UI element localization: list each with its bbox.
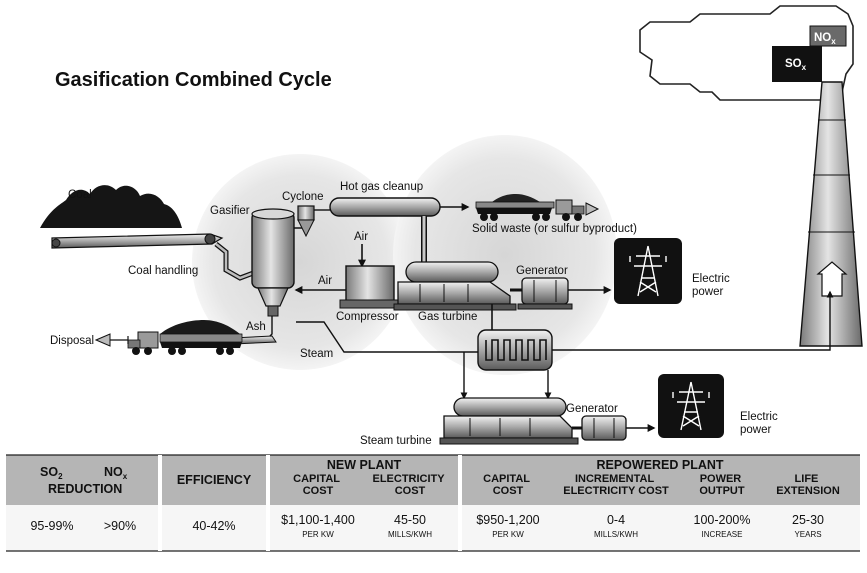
header-rep-incremental-cost: INCREMENTAL ELECTRICITY COST — [563, 473, 669, 497]
generator-bottom — [581, 415, 627, 441]
value-rep-capital-cost: $950-1,200 — [476, 513, 539, 527]
header-rep-life-extension: LIFE EXTENSION — [776, 473, 840, 497]
unit-rep-capital-cost: PER KW — [492, 530, 524, 539]
gasifier-label: Gasifier — [210, 205, 250, 217]
header-so2: SO2 — [40, 465, 63, 481]
cyclone — [297, 205, 315, 238]
value-rep-incremental-cost: 0-4 — [607, 513, 625, 527]
generator-bottom-label: Generator — [566, 403, 618, 415]
table-header-band — [6, 455, 860, 505]
compressor-label: Compressor — [336, 311, 399, 323]
value-new-electricity-cost: 45-50 — [394, 513, 426, 527]
heat-recovery-steam-generator — [477, 329, 553, 371]
header-new-capital-cost: CAPITAL COST — [293, 473, 343, 497]
electric-power-top-label: Electric power — [692, 273, 733, 298]
air-to-gasifier-label: Air — [318, 275, 332, 287]
header-new-plant: NEW PLANT — [327, 458, 402, 472]
svg-text:NOx: NOx — [814, 32, 836, 46]
hot-gas-cleanup-vessel — [329, 197, 441, 217]
unit-rep-incremental-cost: MILLS/KWH — [594, 530, 638, 539]
value-new-capital-cost: $1,100-1,400 — [281, 513, 355, 527]
unit-new-electricity-cost: MILLS/KWH — [388, 530, 432, 539]
generator-top — [517, 277, 573, 310]
nox-emission-badge: NOx — [809, 25, 847, 47]
header-rep-capital-cost: CAPITAL COST — [483, 473, 533, 497]
coal-conveyor — [51, 233, 257, 281]
electric-power-bottom-label: Electric power — [740, 411, 781, 436]
ash-label: Ash — [246, 321, 266, 333]
solid-waste-label: Solid waste (or sulfur byproduct) — [472, 223, 637, 235]
value-rep-power-output: 100-200% — [694, 513, 751, 527]
gasifier — [251, 208, 295, 317]
gas-turbine — [393, 261, 517, 311]
electric-power-top-icon — [614, 238, 682, 304]
steam-turbine — [439, 397, 579, 445]
svg-text:SOx: SOx — [785, 58, 807, 72]
coal-handling-label: Coal handling — [128, 265, 198, 277]
gas-turbine-label: Gas turbine — [418, 311, 477, 323]
coal-pile — [40, 185, 182, 228]
table-value-band — [6, 505, 860, 551]
value-so2-reduction: 95-99% — [30, 519, 73, 533]
so-emission-badge: SOx — [772, 46, 822, 82]
unit-new-capital-cost: PER KW — [302, 530, 334, 539]
solid-waste-truck — [475, 194, 600, 221]
air-input-label: Air — [354, 231, 368, 243]
disposal-arrow — [94, 333, 111, 347]
value-efficiency: 40-42% — [192, 519, 235, 533]
diagram-title: Gasification Combined Cycle — [55, 69, 332, 91]
hot-gas-cleanup-label: Hot gas cleanup — [340, 181, 423, 193]
value-nox-reduction: >90% — [104, 519, 136, 533]
electric-power-bottom-icon — [658, 374, 724, 438]
compressor — [339, 265, 401, 309]
unit-rep-life-extension: YEARS — [794, 530, 821, 539]
unit-rep-power-output: INCREASE — [702, 530, 743, 539]
coal-label: Coal — [68, 189, 92, 201]
generator-top-label: Generator — [516, 265, 568, 277]
steam-turbine-label: Steam turbine — [360, 435, 432, 447]
data-table — [6, 454, 860, 552]
header-nox: NOx — [104, 465, 128, 481]
header-rep-power-output: POWER OUTPUT — [699, 473, 745, 497]
disposal-truck — [127, 320, 243, 355]
header-repowered-plant: REPOWERED PLANT — [596, 458, 723, 472]
disposal-label: Disposal — [50, 335, 94, 347]
value-rep-life-extension: 25-30 — [792, 513, 824, 527]
smokestack — [799, 81, 863, 347]
header-efficiency: EFFICIENCY — [177, 473, 252, 487]
cyclone-label: Cyclone — [282, 191, 324, 203]
header-new-electricity-cost: ELECTRICITY COST — [373, 473, 448, 497]
header-reduction: REDUCTION — [48, 482, 122, 496]
steam-label: Steam — [300, 348, 333, 360]
